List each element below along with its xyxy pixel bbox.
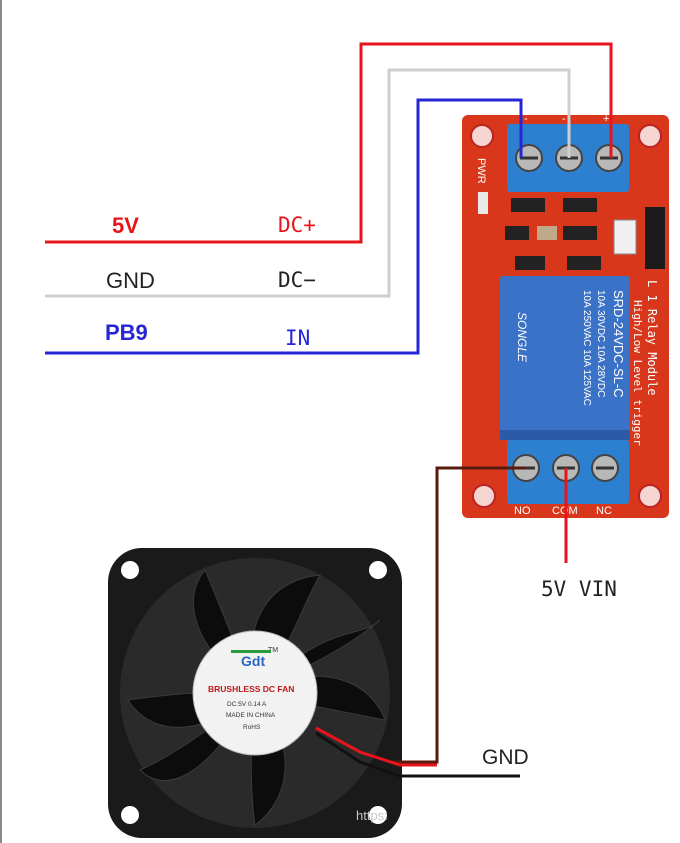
label-pb9: PB9 (105, 320, 148, 345)
label-gnd: GND (106, 268, 155, 293)
module-side-text-2: High/Low Level trigger (631, 300, 644, 446)
pwr-mark: PWR (475, 158, 487, 184)
fan-hole-tr (369, 561, 387, 579)
fan-hole-br (369, 806, 387, 824)
resistor-component (505, 226, 529, 240)
fan-hole-bl (121, 806, 139, 824)
bottom-pin-no: NO (514, 505, 531, 517)
led-component (478, 192, 488, 214)
relay-rating-text-1: 10A 250VAC 10A 125VAC (581, 290, 592, 406)
label-in: IN (285, 326, 311, 350)
top-pin-label-3: + (603, 113, 609, 125)
wire-in-blue (45, 98, 523, 355)
wire-fan-brown (390, 466, 526, 764)
mount-hole-bottom-left (472, 484, 496, 508)
top-pin-label-1: - (524, 113, 528, 125)
watermark-text: https: (356, 808, 388, 823)
resistor-component (511, 198, 545, 212)
fan-product-name: BRUSHLESS DC FAN (208, 684, 294, 694)
relay-brand: SONGLE (515, 312, 529, 363)
relay-body-edge (500, 430, 630, 440)
top-pin-label-2: - (562, 113, 566, 125)
module-side-text-1: L 1 Relay Module (645, 280, 659, 396)
jumper-header (645, 207, 665, 269)
wire-5v-red (45, 42, 613, 244)
top-terminal-screws (515, 144, 623, 172)
mount-hole-top-left (470, 124, 494, 148)
relay-model-text: SRD-24VDC-SL-C (611, 290, 626, 398)
transistor-component (515, 256, 545, 270)
resistor-component (563, 226, 597, 240)
bottom-pin-nc: NC (596, 505, 612, 517)
label-fan-gnd: GND (482, 746, 529, 769)
label-dc-plus: DC+ (278, 213, 316, 237)
wire-gnd-gray (45, 68, 571, 298)
wire-fan-black (315, 731, 520, 778)
resistor-component (537, 226, 557, 240)
label-5v: 5V (112, 213, 139, 238)
relay-module: - - + PWR SONGLE SRD-24VDC-SL-C 10A 250V… (462, 113, 669, 518)
fan-brand: Gdt (241, 653, 265, 669)
label-dc-minus: DC− (278, 268, 316, 292)
resistor-component (563, 198, 597, 212)
mount-hole-top-right (638, 124, 662, 148)
label-5v-vin: 5V VIN (541, 577, 617, 601)
transistor-component (567, 256, 601, 270)
fan-rohs: RoHS (243, 724, 261, 731)
fan-hole-tl (121, 561, 139, 579)
wire-fan-red-lead (315, 726, 437, 767)
relay-body (500, 276, 630, 434)
fan-tm: TM (268, 647, 278, 654)
relay-rating-text-2: 10A 30VDC 10A 28VDC (595, 290, 606, 397)
fan-hub-label (192, 630, 318, 756)
fan-origin: MADE IN CHINA (226, 712, 276, 719)
mount-hole-bottom-right (638, 484, 662, 508)
fan-spec: DC:5V 0.14 A (227, 701, 267, 708)
led-component (613, 219, 637, 255)
cooling-fan: Gdt TM BRUSHLESS DC FAN DC:5V 0.14 A MAD… (108, 548, 402, 838)
fan-logo-bar (231, 650, 271, 653)
